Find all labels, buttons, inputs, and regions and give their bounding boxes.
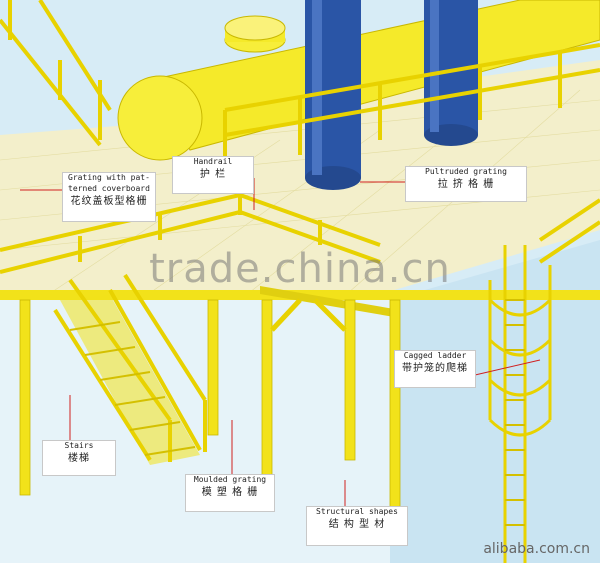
top-stairs: [0, 0, 112, 147]
callout-en: Pultruded grating: [425, 167, 507, 176]
callout-en: Stairs: [64, 441, 94, 450]
callout-zh: 拉 挤 格 栅: [437, 178, 495, 190]
callout-zh: 模 塑 格 栅: [201, 486, 259, 498]
ladder-rungs: [505, 299, 525, 526]
callout-caged-ladder: Cagged ladder 带护笼的爬梯: [394, 350, 476, 388]
callout-leader-lines: [20, 178, 541, 510]
callout-pultruded-grating: Pultruded grating 拉 挤 格 栅: [405, 166, 527, 202]
mid-handrail: [0, 192, 600, 274]
callout-zh: 花纹盖板型格栅: [70, 195, 148, 207]
callout-en: Grating with pat- terned coverboard: [68, 173, 150, 193]
callout-structural-shapes: Structural shapes 结 构 型 材: [306, 506, 408, 546]
watermark-alibaba: alibaba.com.cn: [483, 541, 590, 557]
right-wall: [390, 240, 600, 563]
braces: [270, 298, 347, 332]
callout-stairs: Stairs 楼梯: [42, 440, 116, 476]
upper-handrails: [223, 43, 600, 165]
deck-edge-beams: [0, 286, 600, 318]
callout-zh: 护 栏: [199, 168, 227, 180]
callout-en: Moulded grating: [193, 475, 267, 484]
callout-handrail: Handrail 护 栏: [172, 156, 254, 194]
caged-ladder: [488, 245, 552, 563]
callout-zh: 带护笼的爬梯: [402, 362, 468, 374]
callout-grating-coverboard: Grating with pat- terned coverboard 花纹盖板…: [62, 172, 156, 222]
callout-zh: 结 构 型 材: [328, 518, 386, 530]
callout-moulded-grating: Moulded grating 模 塑 格 栅: [185, 474, 275, 512]
callout-en: Handrail: [193, 157, 233, 166]
callout-en: Structural shapes: [316, 507, 398, 516]
lower-stairs: [53, 273, 207, 465]
watermark-trade-china: trade.china.cn: [149, 246, 451, 292]
callout-en: Cagged ladder: [403, 351, 467, 360]
callout-zh: 楼梯: [68, 452, 90, 464]
